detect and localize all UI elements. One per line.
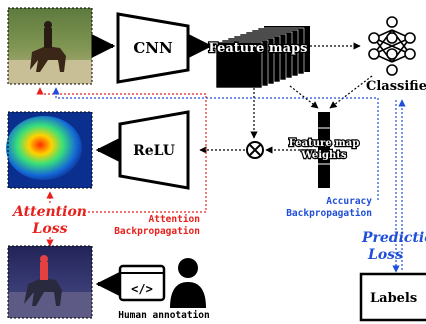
labels-box-label: Labels — [370, 291, 417, 306]
accuracy-backprop-path — [52, 87, 379, 200]
relu-label: ReLU — [133, 143, 175, 159]
prediction-loss-label-2: Loss — [367, 247, 403, 263]
attention-heatmap-image — [6, 111, 93, 189]
human-annotation-label: Human annotation — [118, 310, 210, 321]
arrow-features-to-weights — [289, 85, 319, 109]
code-icon: </> — [118, 264, 166, 302]
accuracy-backprop-label-1: Accuracy — [326, 196, 372, 207]
cnn-label: CNN — [133, 39, 173, 57]
attention-backprop-label-1: Attention — [149, 214, 200, 225]
accuracy-backprop-label-2: Backpropagation — [286, 208, 372, 219]
attention-backprop-label-2: Backpropagation — [114, 226, 200, 237]
relu-block: ReLU — [118, 110, 190, 190]
multiply-circle-icon — [246, 141, 264, 159]
arrow-classifier-to-weights — [329, 75, 373, 109]
labels-box: Labels — [359, 272, 426, 322]
feature-maps-stack: Feature maps — [207, 26, 310, 89]
input-image — [7, 7, 93, 85]
attention-loss-label-2: Loss — [32, 221, 68, 237]
feature-map-weights-label-2: Weights — [300, 150, 346, 161]
attention-backprop-path — [36, 87, 207, 213]
classifier-label: Classifier — [366, 79, 426, 94]
attention-loss-label-1: Attention — [11, 204, 87, 220]
cnn-block: CNN — [116, 12, 190, 84]
neural-network-icon — [368, 16, 416, 76]
prediction-loss-label-1: Prediction — [361, 230, 426, 246]
feature-map-weights-label-1: Feature map — [289, 138, 359, 149]
code-icon-text: </> — [131, 282, 153, 296]
feature-map-weights-bar — [318, 112, 330, 188]
person-icon — [170, 258, 206, 308]
feature-maps-label: Feature maps — [209, 41, 308, 56]
annotated-image — [7, 245, 93, 319]
